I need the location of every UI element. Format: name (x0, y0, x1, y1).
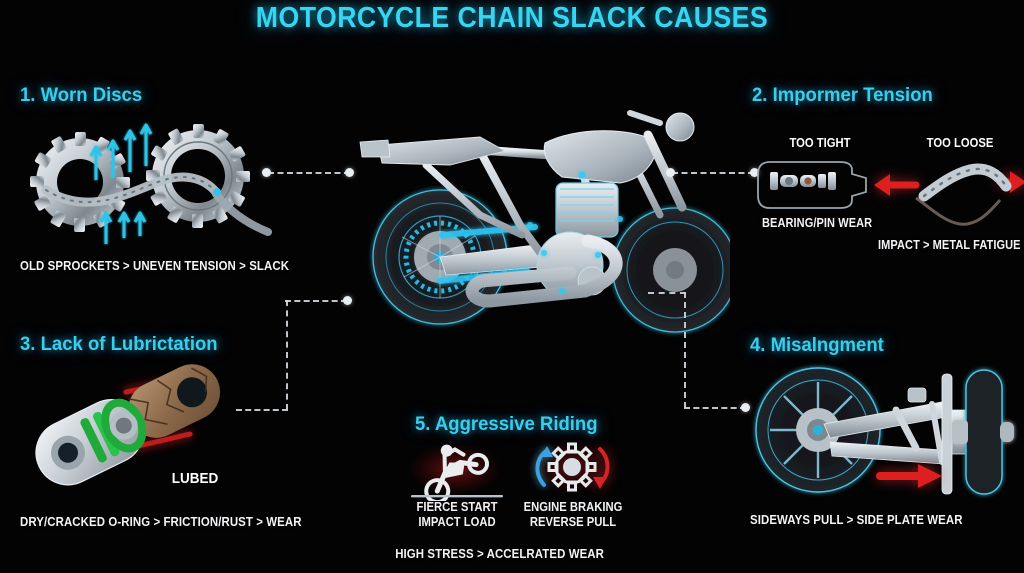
arrow-red-cw (593, 447, 610, 489)
sprocket-left (30, 132, 130, 232)
tension-arrows-lower (99, 211, 147, 244)
page-title: MOTORCYCLE CHAIN SLACK CAUSES (255, 2, 769, 34)
connector-4-dot (741, 403, 750, 412)
wheelie-motorcycle-icon (405, 443, 509, 505)
caption-bearing-pin-wear: BEARING/PIN WEAR (762, 216, 873, 230)
caption-impact-metal-fatigue: IMPACT > METAL FATIGUE (878, 238, 1021, 252)
connector-1-dot-right (345, 168, 354, 177)
too-tight-capsule (757, 161, 867, 209)
chain-run (41, 172, 221, 207)
rear-wheel-top-view (755, 367, 881, 493)
connector-1-dot-left (262, 168, 271, 177)
lubed-link-half (35, 398, 147, 486)
icon-caption-fierce-start: FIERCE START IMPACT LOAD (399, 500, 516, 530)
too-loose-chain (915, 163, 1012, 226)
exhaust (465, 234, 623, 308)
connector-4-bottom (684, 407, 746, 409)
seat (377, 136, 507, 166)
worn-discs-illustration (18, 120, 288, 250)
gear-shape (547, 442, 597, 492)
section-title-misalignment: 4. Misalngment (750, 334, 884, 356)
section-title-aggressive-riding: 5. Aggressive Riding (415, 413, 598, 435)
connector-4-vertical (684, 292, 686, 408)
label-too-loose: TOO LOOSE (926, 136, 994, 150)
connector-4-top (648, 292, 686, 294)
connector-3-dot (343, 296, 352, 305)
icon-caption-engine-braking: ENGINE BRAKING REVERSE PULL (515, 500, 632, 530)
engine-braking-line2: REVERSE PULL (529, 515, 617, 529)
green-o-rings (80, 398, 147, 463)
fierce-start-line2: IMPACT LOAD (418, 515, 496, 529)
connector-1 (268, 172, 350, 174)
caption-lack-of-lubrication: DRY/CRACKED O-RING > FRICTION/RUST > WEA… (20, 514, 302, 529)
arrow-sideways-red (876, 464, 942, 488)
connector-3-bottom (236, 409, 288, 411)
caption-worn-discs: OLD SPROCKETS > UNEVEN TENSION > SLACK (20, 258, 290, 273)
improper-tension-illustration (748, 152, 1024, 232)
connector-2-dot-right (750, 168, 759, 177)
label-too-tight: TOO TIGHT (789, 136, 851, 150)
gear-reverse-rotation-icon (520, 437, 624, 497)
lubrication-illustration (18, 362, 268, 502)
rusted-link-half (128, 364, 221, 438)
connector-3-vertical (286, 300, 288, 410)
tension-arrows-up (89, 123, 153, 180)
section-title-lack-of-lubrication: 3. Lack of Lubrictation (20, 333, 218, 355)
section-title-worn-discs: 1. Worn Discs (20, 84, 143, 106)
front-end (627, 110, 695, 212)
sprocket-plate (941, 373, 953, 495)
label-lubed: LUBED (171, 470, 219, 487)
connector-2 (672, 172, 754, 174)
caption-aggressive-riding: HIGH STRESS > ACCELRATED WEAR (395, 546, 605, 561)
front-wheel (612, 207, 738, 333)
chain-tail (212, 190, 272, 236)
arrow-left-red (874, 174, 920, 196)
offset-wheel (952, 369, 1014, 495)
connector-2-dot-left (666, 168, 675, 177)
tail-light (359, 139, 391, 158)
center-motorcycle-illustration (330, 95, 738, 345)
misalignment-illustration (746, 358, 1024, 508)
arrow-blue-ccw (535, 446, 553, 487)
divider-line (411, 495, 503, 498)
engine-braking-line1: ENGINE BRAKING (523, 500, 623, 514)
caption-misalignment: SIDEWAYS PULL > SIDE PLATE WEAR (750, 512, 963, 527)
connector-3-top (285, 300, 347, 302)
section-title-improper-tension: 2. Impormer Tension (752, 84, 933, 106)
highlight-dots (527, 171, 623, 294)
fierce-start-line1: FIERCE START (416, 500, 498, 514)
fuel-tank (543, 130, 657, 184)
